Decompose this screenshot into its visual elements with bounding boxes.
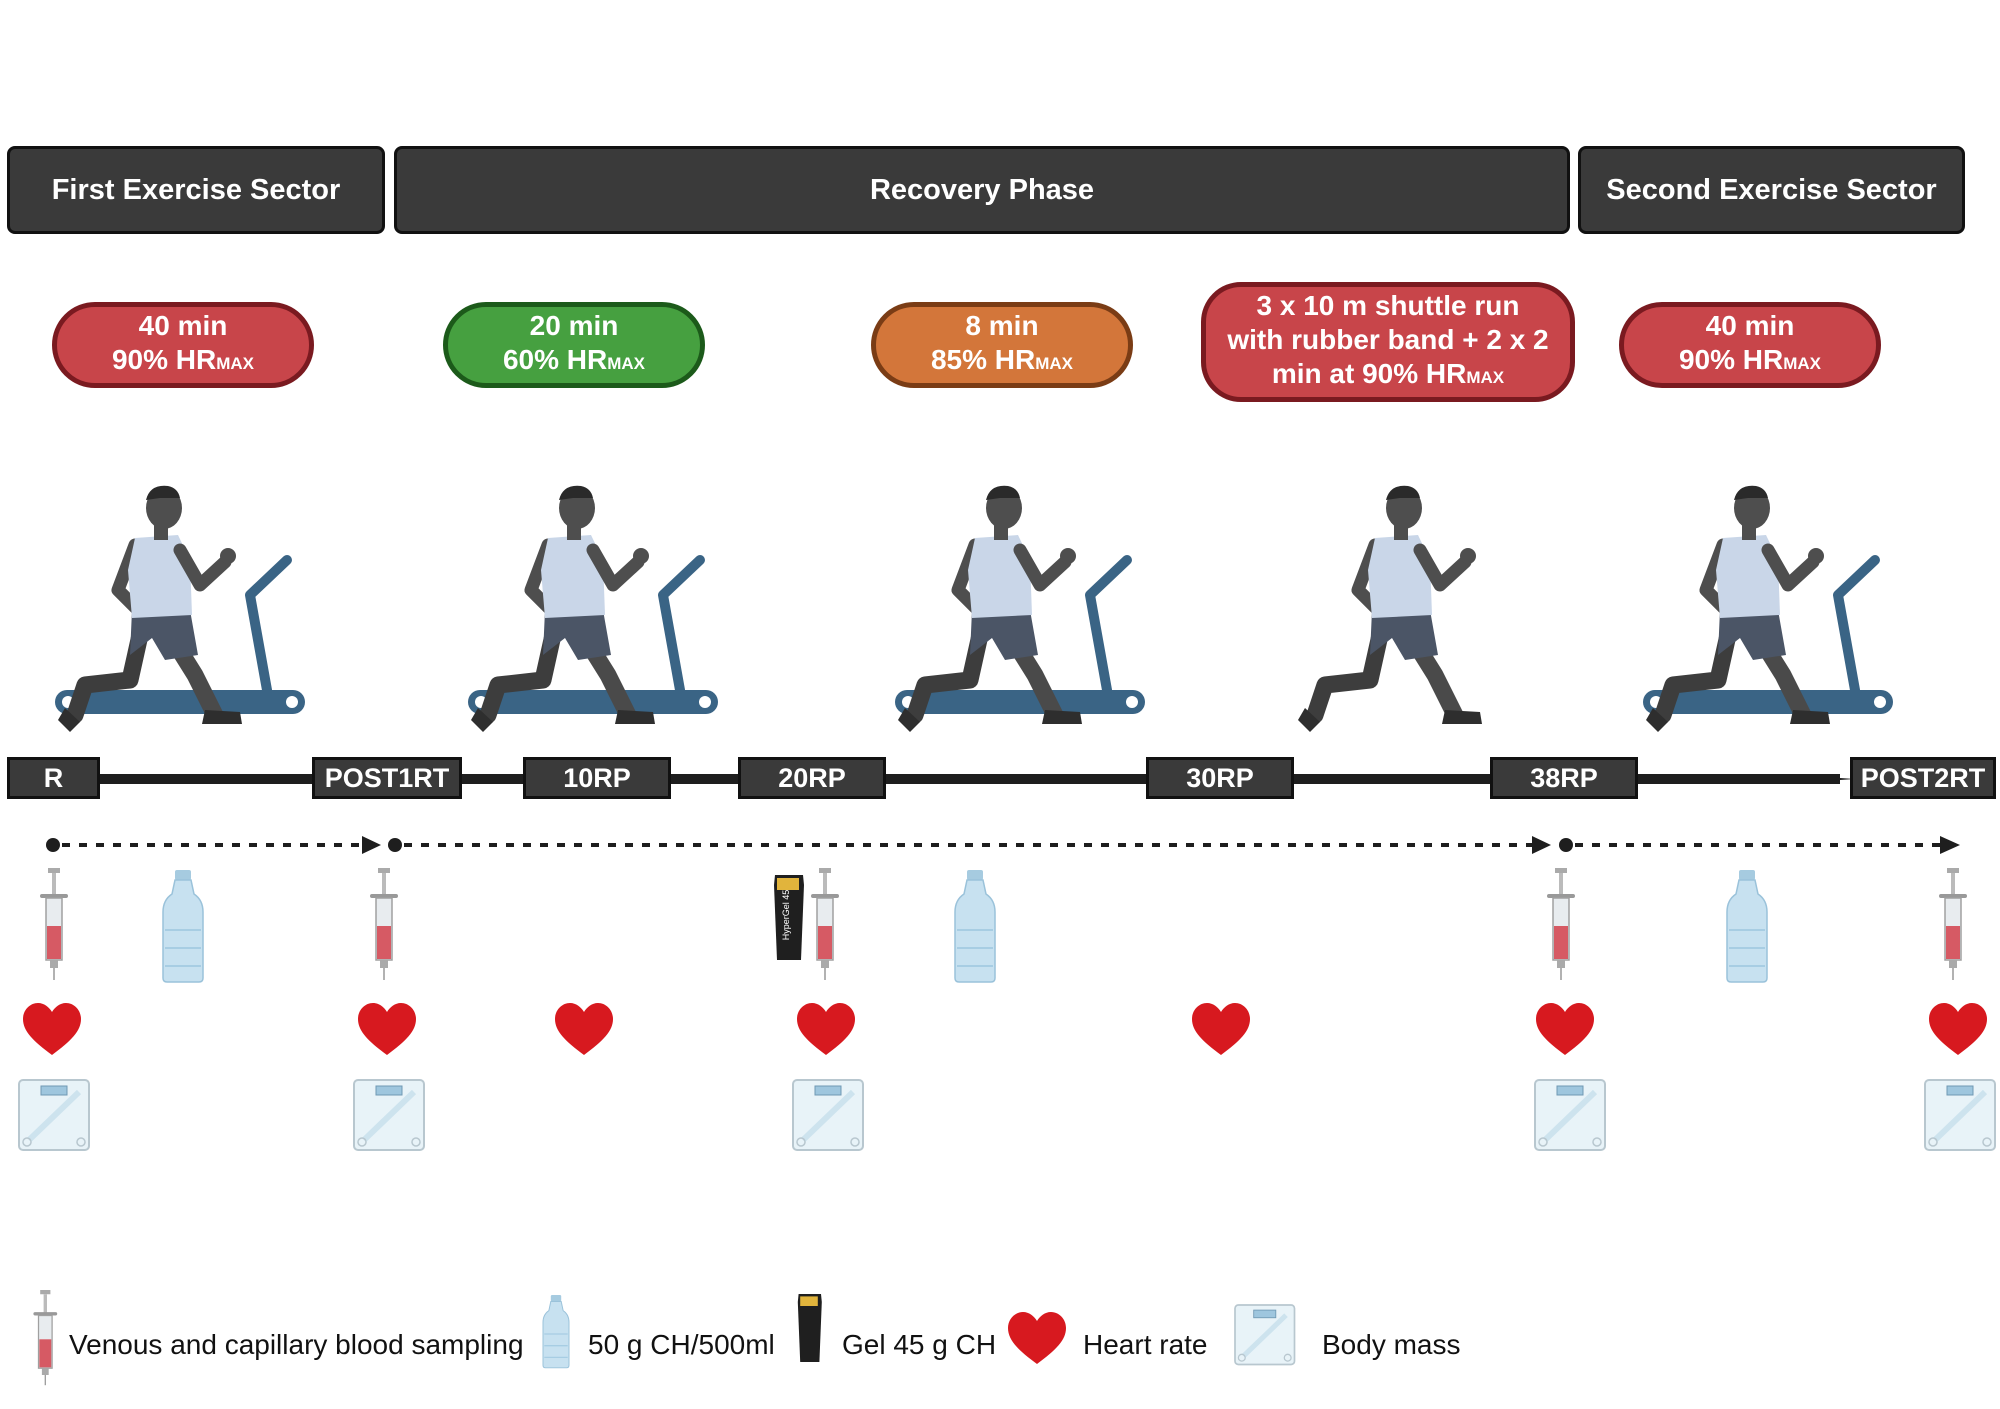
legend-blood-label: Venous and capillary blood sampling (69, 1329, 524, 1360)
syringe-icon-r (39, 867, 69, 981)
syringe-icon-38rp (1546, 867, 1576, 981)
timepoint-post1rt: POST1RT (312, 757, 462, 799)
bottle-icon-2 (954, 869, 996, 983)
legend-mass-label: Body mass (1322, 1329, 1461, 1360)
heart-icon-r (23, 1003, 81, 1055)
scale-icon-post2rt (1925, 1080, 1995, 1150)
scale-icon-38rp (1535, 1080, 1605, 1150)
runner-treadmill-2 (468, 470, 728, 730)
phase-first-label: First Exercise Sector (51, 173, 341, 206)
legend-heart-label: Heart rate (1083, 1329, 1208, 1360)
intensity-1-line1: 40 min (138, 310, 228, 341)
scale-icon-20rp (793, 1080, 863, 1150)
legend-heart-icon (1008, 1312, 1066, 1364)
intensity-pill-1: 40 min 90% HRMAX (52, 302, 314, 388)
intensity-4-line2: with rubber band + 2 x 2 (1227, 324, 1549, 355)
intensity-1-line2: 90% HRMAX (111, 344, 255, 375)
intensity-4-line3: min at 90% HRMAX (1271, 358, 1505, 389)
phase-second-label: Second Exercise Sector (1606, 173, 1937, 206)
intensity-pill-2: 20 min 60% HRMAX (443, 302, 705, 388)
intensity-pill-4: 3 x 10 m shuttle run with rubber band + … (1201, 282, 1575, 402)
syringe-icon-post1rt (369, 867, 399, 981)
runner-treadmill-5 (1643, 470, 1903, 730)
gel-icon-20rp: HyperGel 45 (774, 875, 804, 960)
scale-icon-r (19, 1080, 89, 1150)
legend-scale-icon (1235, 1305, 1305, 1375)
legend-gel-label: Gel 45 g CH (842, 1329, 997, 1360)
intensity-pill-3: 8 min 85% HRMAX (871, 302, 1133, 388)
gel-label-20rp: HyperGel 45 (781, 890, 791, 941)
phase-recovery-label: Recovery Phase (869, 173, 1095, 206)
timepoint-38rp: 38RP (1490, 757, 1638, 799)
dotted-arrows (46, 836, 1960, 854)
runner-treadmill-3 (895, 470, 1155, 730)
intensity-pill-5: 40 min 90% HRMAX (1619, 302, 1881, 388)
heart-icon-post2rt (1929, 1003, 1987, 1055)
intensity-2-line2: 60% HRMAX (502, 344, 646, 375)
heart-icon-30rp (1192, 1003, 1250, 1055)
timepoint-r: R (7, 757, 100, 799)
legend-drink-label: 50 g CH/500ml (588, 1329, 775, 1360)
bottle-icon-1 (162, 869, 204, 983)
phase-second-exercise-sector: Second Exercise Sector (1578, 146, 1965, 234)
legend-gel-icon (797, 1294, 822, 1362)
runner-shuttle (1330, 470, 1530, 730)
intensity-5-line2: 90% HRMAX (1678, 344, 1822, 375)
syringe-icon-20rp (810, 867, 840, 981)
bottle-icon-3 (1726, 869, 1768, 983)
timepoint-10rp: 10RP (523, 757, 671, 799)
scale-icon-post1rt (354, 1080, 424, 1150)
phase-first-exercise-sector: First Exercise Sector (7, 146, 385, 234)
timeline-line (90, 774, 1855, 784)
intensity-3-line2: 85% HRMAX (930, 344, 1074, 375)
heart-icon-38rp (1536, 1003, 1594, 1055)
timepoint-post2rt: POST2RT (1850, 757, 1996, 799)
intensity-4-line1: 3 x 10 m shuttle run (1256, 290, 1520, 321)
heart-icon-10rp (555, 1003, 613, 1055)
legend-bottle-icon (542, 1294, 570, 1369)
legend-syringe-icon (32, 1289, 58, 1386)
intensity-3-line1: 8 min (965, 310, 1039, 341)
intensity-5-line1: 40 min (1705, 310, 1795, 341)
intensity-2-line1: 20 min (529, 310, 619, 341)
heart-icon-20rp (797, 1003, 855, 1055)
timepoint-20rp: 20RP (738, 757, 886, 799)
heart-icon-post1rt (358, 1003, 416, 1055)
phase-recovery: Recovery Phase (394, 146, 1570, 234)
timepoint-30rp: 30RP (1146, 757, 1294, 799)
syringe-icon-post2rt (1938, 867, 1968, 981)
runner-treadmill-1 (55, 470, 315, 730)
